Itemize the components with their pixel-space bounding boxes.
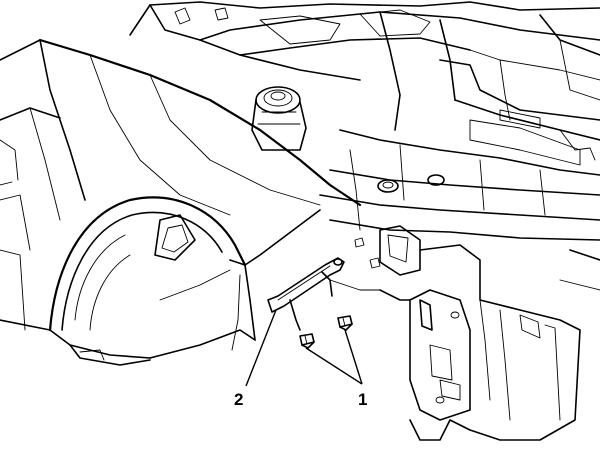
callout-2: 2: [234, 309, 277, 409]
callout-1: 1: [305, 329, 367, 409]
callout-label-1: 1: [358, 390, 367, 409]
bolt-lower: [299, 333, 315, 349]
front-fender: [0, 38, 362, 366]
frame-bumper-support: [329, 225, 600, 441]
callout-label-2: 2: [234, 390, 243, 409]
right-rail-structure: [319, 59, 600, 241]
strut-tower: [251, 86, 307, 151]
fender-bracket: [267, 257, 345, 331]
engine-bay-structure: [129, 1, 600, 131]
leader-line-1a: [305, 347, 363, 385]
bolt-upper: [337, 315, 353, 331]
leader-line-1b: [344, 329, 363, 385]
leader-line-2: [245, 309, 277, 387]
